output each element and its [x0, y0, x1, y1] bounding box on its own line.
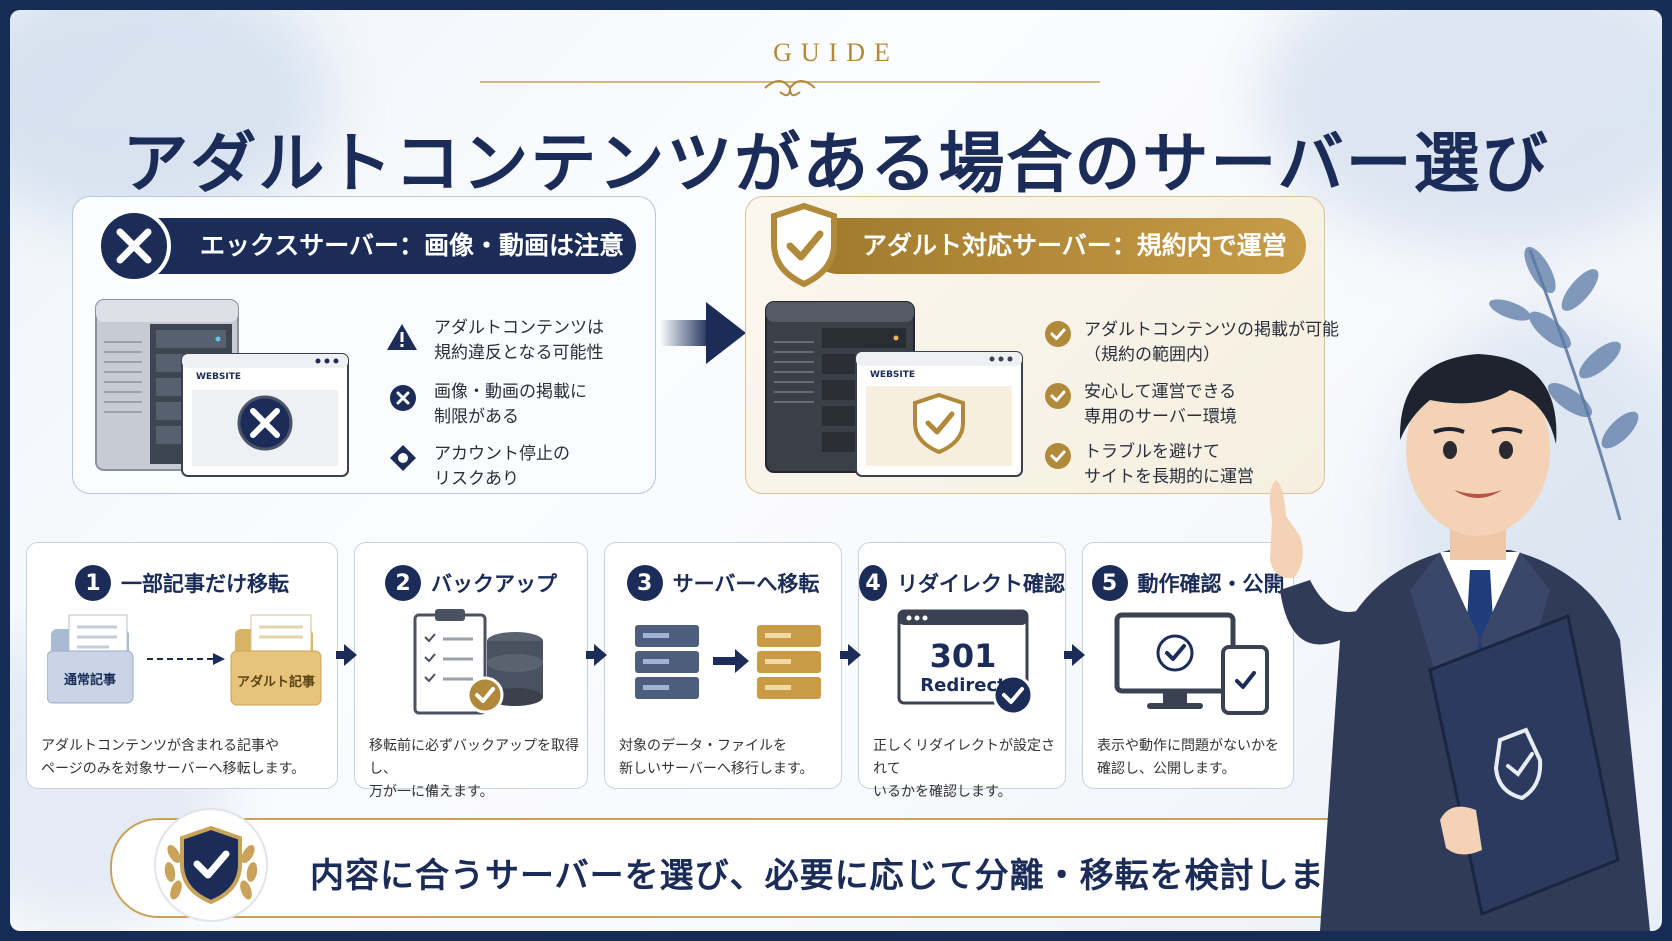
server-tower-dark	[765, 301, 1023, 477]
redirect-label: Redirect	[920, 675, 1006, 696]
leaf-decoration	[1489, 246, 1639, 521]
guide-label: GUIDE	[773, 38, 899, 67]
browser-redirect-icon	[897, 609, 1034, 716]
footer-message: 内容に合うサーバーを選び、必要に応じて分離・移転を検討しましょう	[310, 856, 1430, 896]
step-arrow-icon	[336, 644, 357, 666]
clipboard-database-icon	[413, 609, 543, 715]
xserver-banner: エックスサーバー：画像・動画は注意	[128, 218, 636, 274]
step-arrow-icon	[1064, 644, 1085, 666]
step-card-5: 5 動作確認・公開 表示や動作に問題がないかを 確認し、公開します。	[1082, 542, 1294, 789]
right-item-3: トラブルを避けて サイトを長期的に運営	[1084, 442, 1254, 487]
server-transfer-icon	[635, 625, 821, 699]
step-card-3: 3 サーバーへ移転 対象のデータ・ファイルを 新しいサーバーへ移行します。	[604, 542, 842, 789]
businessman-illustration	[1269, 354, 1650, 931]
redirect-code: 301	[929, 637, 997, 675]
step-number: 1	[75, 565, 111, 601]
check-circle-icon	[1045, 321, 1071, 347]
step-card-2: 2 バックアップ 移転前に必ずバックアップを取得し、 万が一に備えます。	[354, 542, 588, 800]
left-item-1: アダルトコンテンツは 規約違反となる可能性	[434, 318, 604, 363]
step-description: 表示や動作に問題がないかを 確認し、公開します。	[1097, 738, 1279, 777]
ornament-divider	[480, 80, 1100, 97]
warning-icon	[387, 324, 417, 350]
step-card-1: 1 一部記事だけ移転 通常記事 アダルト記事 アダルトコンテンツが含まれる記事や …	[26, 542, 338, 789]
folder-normal-label: 通常記事	[63, 673, 116, 688]
check-circle-icon	[1045, 443, 1071, 469]
monitor-phone-check-icon	[1114, 612, 1269, 715]
check-circle-icon	[1045, 383, 1071, 409]
step-title: サーバーへ移転	[672, 572, 820, 596]
folder-adult-label: アダルト記事	[236, 675, 315, 690]
folder-transfer-icon	[47, 614, 322, 706]
step-arrow-icon	[586, 644, 607, 666]
x-badge-icon	[97, 209, 171, 283]
step-description: 対象のデータ・ファイルを 新しいサーバーへ移行します。	[619, 738, 814, 777]
right-item-2: 安心して運営できる 専用のサーバー環境	[1084, 382, 1237, 427]
left-item-2: 画像・動画の掲載に 制限がある	[434, 382, 587, 427]
step-title: リダイレクト確認	[897, 572, 1065, 596]
right-item-1: アダルトコンテンツの掲載が可能 （規約の範囲内）	[1084, 320, 1339, 365]
footer-banner	[110, 818, 1510, 918]
adult-server-banner: アダルト対応サーバー：規約内で運営	[810, 218, 1306, 274]
website-label: WEBSITE	[196, 372, 242, 382]
panel-arrow-icon	[660, 302, 746, 364]
step-number: 5	[1091, 565, 1128, 601]
step-title: 一部記事だけ移転	[121, 572, 289, 596]
step-description: 正しくリダイレクトが設定されて いるかを確認します。	[873, 738, 1055, 800]
diamond-icon	[390, 445, 416, 471]
step-card-4: 4 リダイレクト確認 301 Redirect 正しくリダイレクトが設定されて い…	[858, 542, 1066, 800]
page-title: アダルトコンテンツがある場合のサーバー選び	[122, 124, 1550, 202]
website-label: WEBSITE	[870, 370, 916, 380]
infographic: GUIDE アダルトコンテンツがある場合のサーバー選び エックスサーバー：画像・…	[10, 10, 1662, 931]
step-description: アダルトコンテンツが含まれる記事や ページのみを対象サーバーへ移転します。	[41, 738, 306, 777]
server-tower-silver	[95, 299, 349, 477]
step-number: 4	[859, 565, 887, 601]
shield-check-icon	[771, 202, 837, 288]
step-description: 移転前に必ずバックアップを取得し、 万が一に備えます。	[369, 738, 579, 800]
x-circle-icon	[390, 385, 416, 411]
left-item-3: アカウント停止の リスクあり	[434, 444, 570, 489]
step-number: 2	[385, 565, 421, 601]
step-title: バックアップ	[431, 572, 557, 596]
step-number: 3	[626, 565, 663, 601]
step-arrow-icon	[840, 644, 861, 666]
shield-laurel-icon	[154, 808, 268, 922]
step-title: 動作確認・公開	[1137, 572, 1285, 596]
